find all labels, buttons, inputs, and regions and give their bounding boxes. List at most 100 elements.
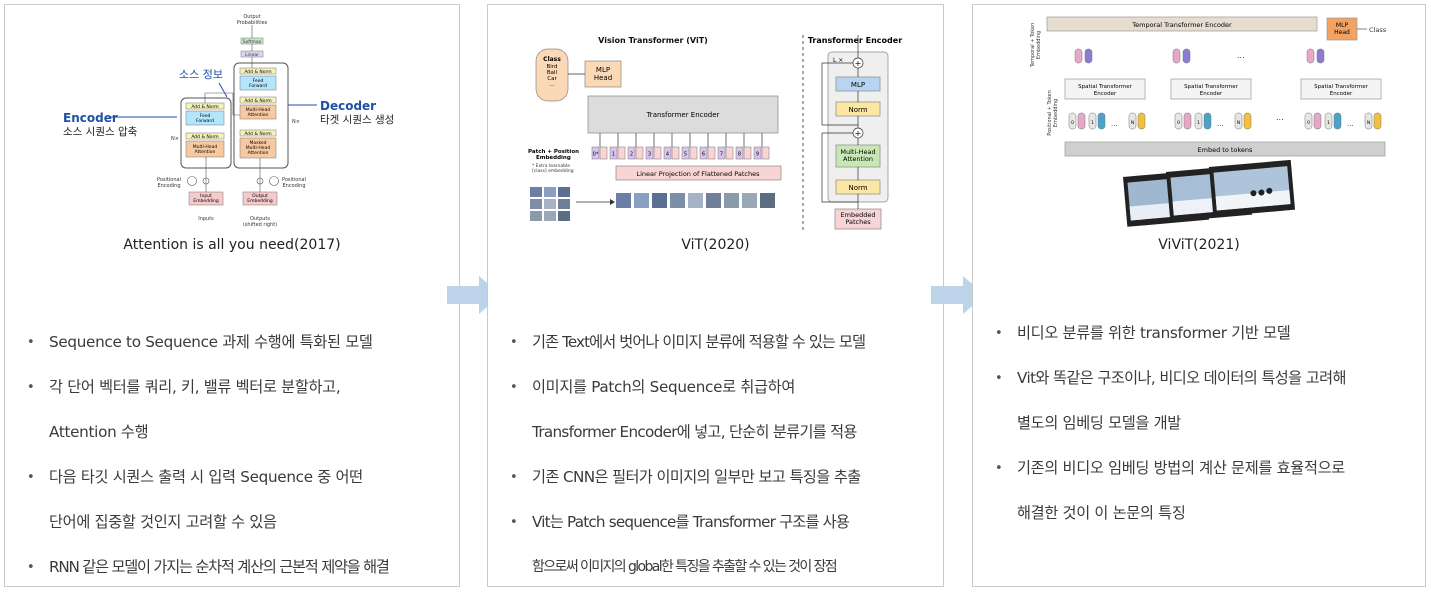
position-embedding-token: [699, 146, 708, 160]
encoder-sub-annotation: 소스 시퀀스 압축: [63, 125, 138, 138]
token-index: 1: [1327, 120, 1330, 126]
embed-to-tokens-box: [1064, 141, 1386, 157]
image-patch: [670, 193, 685, 208]
position-token: [1088, 112, 1097, 130]
token-number: 3: [648, 152, 651, 158]
patch-embedding-token: [725, 146, 734, 160]
token-number: 7: [720, 152, 723, 158]
svg-text:+: +: [855, 59, 862, 68]
image-patch: [616, 193, 631, 208]
svg-text:Positional + TokenEmbedding: Positional + TokenEmbedding: [1047, 90, 1059, 136]
svg-text:Outputs(shifted right): Outputs(shifted right): [243, 216, 277, 228]
temporal-ellipsis: ...: [1237, 51, 1245, 60]
token-number: 9: [756, 152, 759, 158]
spatial-ellipsis: ...: [1276, 113, 1284, 122]
image-patch: [706, 193, 721, 208]
temporal-encoder-box: [1046, 16, 1318, 32]
patch-embedding-token: [761, 146, 770, 160]
decoder-sub-annotation: 타겟 시퀀스 생성: [320, 114, 394, 126]
patch-embedding-token: [707, 146, 716, 160]
mlp-head-box: [584, 60, 622, 88]
position-token: [1174, 112, 1183, 130]
temporal-token: [1316, 48, 1325, 64]
source-info-annotation: 소스 정보: [179, 68, 223, 81]
image-patch: [724, 193, 739, 208]
dec-mha: [239, 104, 277, 120]
token-index: 1: [1091, 120, 1094, 126]
token-ellipsis: ...: [1111, 120, 1118, 128]
spatial-encoder-box: [1170, 78, 1252, 100]
svg-text:Temporal + TokenEmbedding: Temporal + TokenEmbedding: [1030, 23, 1042, 69]
dec-addnorm-1: Add & Norm: [244, 69, 271, 75]
dec-addnorm-3: Add & Norm: [244, 131, 271, 137]
figure-caption: ViT(2020): [681, 237, 750, 253]
token-number: 4: [666, 152, 669, 158]
enc-nx-label: N×: [171, 136, 179, 142]
embed-to-tokens-label: Embed to tokens: [1198, 146, 1254, 154]
position-token: [1194, 112, 1203, 130]
position-embedding-token: [663, 146, 672, 160]
bullet-list: •비디오 분류를 위한 transformer 기반 모델 •Vit와 똑같은 …: [995, 311, 1419, 536]
temporal-token: [1084, 48, 1093, 64]
bullet-item: •각 단어 벡터를 쿼리, 키, 밸류 벡터로 분할하고,Attention 수…: [27, 378, 341, 441]
spatial-encoder-box: [1064, 78, 1146, 100]
position-embedding-token: [627, 146, 636, 160]
position-embedding-token: [735, 146, 744, 160]
enc-addnorm-2: Add & Norm: [191, 134, 218, 140]
patch-token: [1097, 112, 1106, 130]
transformer-encoder-box: [587, 95, 779, 134]
bullet-list: •기존 Text에서 벗어나 이미지 분류에 적용할 수 있는 모델 •이미지를…: [510, 320, 937, 590]
temporal-token-row: [1074, 48, 1325, 64]
dec-feed-forward: [239, 75, 277, 91]
spatial-encoder-label: Spatial Transformer: [1078, 84, 1132, 90]
token-index: 0: [1177, 120, 1180, 126]
token-number: 8: [738, 152, 741, 158]
patch-embedding-token: [689, 146, 698, 160]
position-embedding-token: [645, 146, 654, 160]
input-image-grid: [530, 187, 570, 221]
token-index: 0: [1307, 120, 1310, 126]
bullet-item: •Vit는 Patch sequence를 Transformer 구조를 사용…: [510, 513, 850, 575]
token-number: 1: [612, 152, 615, 158]
patch-embedding-token: [671, 146, 680, 160]
dec-masked-mha: [239, 137, 277, 159]
token-index: 0: [1071, 120, 1074, 126]
next-arrow-icon: [931, 276, 985, 314]
token-number: 2: [630, 152, 633, 158]
patch-token: [1203, 112, 1212, 130]
norm-label-1: Norm: [848, 106, 867, 114]
token-index: N: [1367, 120, 1370, 126]
patch-token: [1313, 112, 1322, 130]
position-embedding-token: [591, 146, 600, 160]
patch-token: [1183, 112, 1192, 130]
position-token: [1234, 112, 1243, 130]
figure-caption: Attention is all you need(2017): [123, 237, 341, 253]
token-index: 1: [1197, 120, 1200, 126]
patch-token: [1373, 112, 1382, 130]
patch-embedding-token: [653, 146, 662, 160]
position-embedding-token: [681, 146, 690, 160]
lx-label: L ×: [833, 57, 843, 64]
position-embedding-token: [609, 146, 618, 160]
video-frames-image: [1123, 159, 1296, 227]
patch-token: [1243, 112, 1252, 130]
